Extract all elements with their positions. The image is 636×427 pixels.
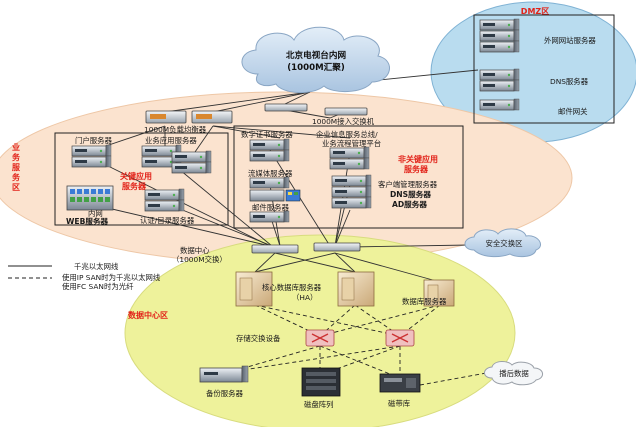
intranet-cloud-subtitle: (1000M汇聚) [287,61,345,73]
security-cloud-label: 安全交换区 [486,239,524,248]
portal-server [71,144,112,168]
disk-array [301,367,341,397]
core-db-label-2: （HA） [292,293,317,302]
dmz-zone-label: DMZ区 [521,7,549,16]
dmz-mail-gateway-label: 邮件网关 [558,107,588,116]
mail-server [249,189,301,202]
legend-solid-label: 千兆以太网线 [74,262,119,271]
dmz-dns-server [479,68,520,92]
esb-label-2: 业务流程管理平台 [322,139,381,148]
dc-switch-label-1: 数据中心 [180,246,210,255]
non-key-apps-box [233,125,464,229]
business-app-server-b [171,150,212,174]
dmz-web-server-label: 外网网站服务器 [544,36,596,45]
dc-switch-left [251,244,299,254]
media-server-label: 流媒体服务器 [248,169,293,178]
intranet-web-server-rack [66,185,114,211]
core-db-server-b [337,271,375,307]
client-mgmt-label: 客户端管理服务器 [378,180,438,189]
security-cloud: 安全交换区 [464,228,541,258]
tape-library [379,373,421,393]
key-apps-box [54,132,229,226]
storage-switch-right [385,329,415,347]
auth-directory-server [144,188,185,212]
intranet-web-label-1: 内网 [88,209,103,218]
key-apps-title: 关键应用 [120,171,152,181]
backup-server-label: 备份服务器 [206,389,244,398]
cert-server-label: 数字证书服务器 [241,130,293,139]
legend: 千兆以太网线 使用IP SAN时为千兆以太网线 使用FC SAN时为光纤 [8,262,161,291]
mail-server-lower [249,210,290,223]
esb-label-1: 企业信息服务总线/ [316,130,378,139]
client-mgmt-server [331,174,372,209]
backup-cloud: 播后数据 [484,361,543,386]
non-key-apps-title-2: 服务器 [404,164,429,174]
cert-server [249,138,290,162]
load-balancer-right [191,110,233,124]
dmz-mail-gateway [479,98,520,111]
core-db-server-a [235,271,273,307]
intranet-web-label-2: WEB服务器 [66,216,109,226]
legend-dashed-label-2: 使用FC SAN时为光纤 [62,282,134,291]
dc-switch-label-2: （1000M交换） [172,255,227,264]
backup-cloud-label: 播后数据 [499,369,529,378]
access-switch-right [324,107,368,116]
portal-server-label: 门户服务器 [75,136,113,145]
dmz-box [473,14,615,124]
non-key-ad-label: AD服务器 [392,199,427,209]
dmz-web-server-stack [479,18,520,53]
storage-switch-label: 存储交换设备 [236,334,281,343]
legend-dashed-label-1: 使用IP SAN时为千兆以太网线 [62,273,161,282]
backup-server [199,365,249,383]
business-app-server-label: 业务应用服务器 [145,136,197,145]
disk-array-label: 磁盘阵列 [304,400,334,409]
esb-server [329,146,370,170]
storage-switch-left [305,329,335,347]
core-db-label-1: 核心数据库服务器 [262,283,322,292]
load-balancer-label: 1000M负载均衡器 [144,125,207,134]
access-switch-left [264,103,308,112]
auth-directory-label: 认证/目录服务器 [140,216,195,225]
dc-switch-right [313,242,361,252]
dmz-dns-server-label: DNS服务器 [550,77,589,86]
tape-library-label: 磁带库 [388,399,411,408]
media-server [249,176,290,189]
non-key-apps-title: 非关键应用 [398,154,438,164]
datacenter-zone-label: 数据中心区 [128,310,168,320]
intranet-cloud-title: 北京电视台内网 [286,49,347,61]
db-server-label: 数据库服务器 [402,297,447,306]
non-key-dns-label: DNS服务器 [390,189,431,199]
key-apps-title-2: 服务器 [122,181,147,191]
mail-server-label: 邮件服务器 [252,203,290,212]
intranet-cloud: 北京电视台内网 (1000M汇聚) [241,26,390,93]
load-balancer-left [145,110,187,124]
db-server [423,279,455,307]
access-switch-label: 1000M接入交换机 [312,117,375,126]
business-zone-label: 业务服务区 [12,142,21,192]
